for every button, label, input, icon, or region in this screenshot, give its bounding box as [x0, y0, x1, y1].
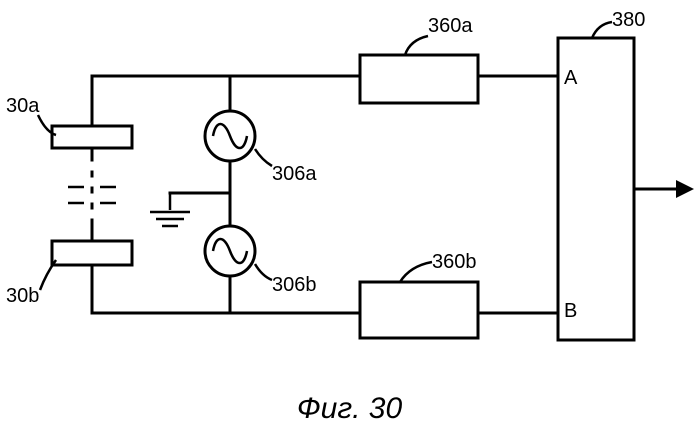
- label-360a: 360a: [428, 15, 473, 37]
- label-380: 380: [612, 9, 645, 31]
- ac-source-icon-306b: [205, 226, 255, 276]
- label-306b: 306b: [272, 274, 317, 296]
- block-360a: [360, 55, 478, 103]
- left-conductor: [68, 76, 116, 313]
- ground-icon: [150, 193, 190, 226]
- label-30a: 30a: [6, 95, 40, 117]
- figure-caption: Фиг. 30: [0, 392, 699, 426]
- label-30b: 30b: [6, 285, 39, 307]
- label-306a: 306a: [272, 163, 317, 185]
- label-360b: 360b: [432, 251, 477, 273]
- electrode-30a: [52, 126, 132, 148]
- electrode-30b: [52, 241, 132, 265]
- ac-source-icon-306a: [205, 111, 255, 161]
- output-arrow-icon: [634, 180, 694, 198]
- label-input-a: A: [564, 67, 578, 89]
- label-input-b: B: [564, 300, 577, 322]
- block-360b: [360, 282, 478, 338]
